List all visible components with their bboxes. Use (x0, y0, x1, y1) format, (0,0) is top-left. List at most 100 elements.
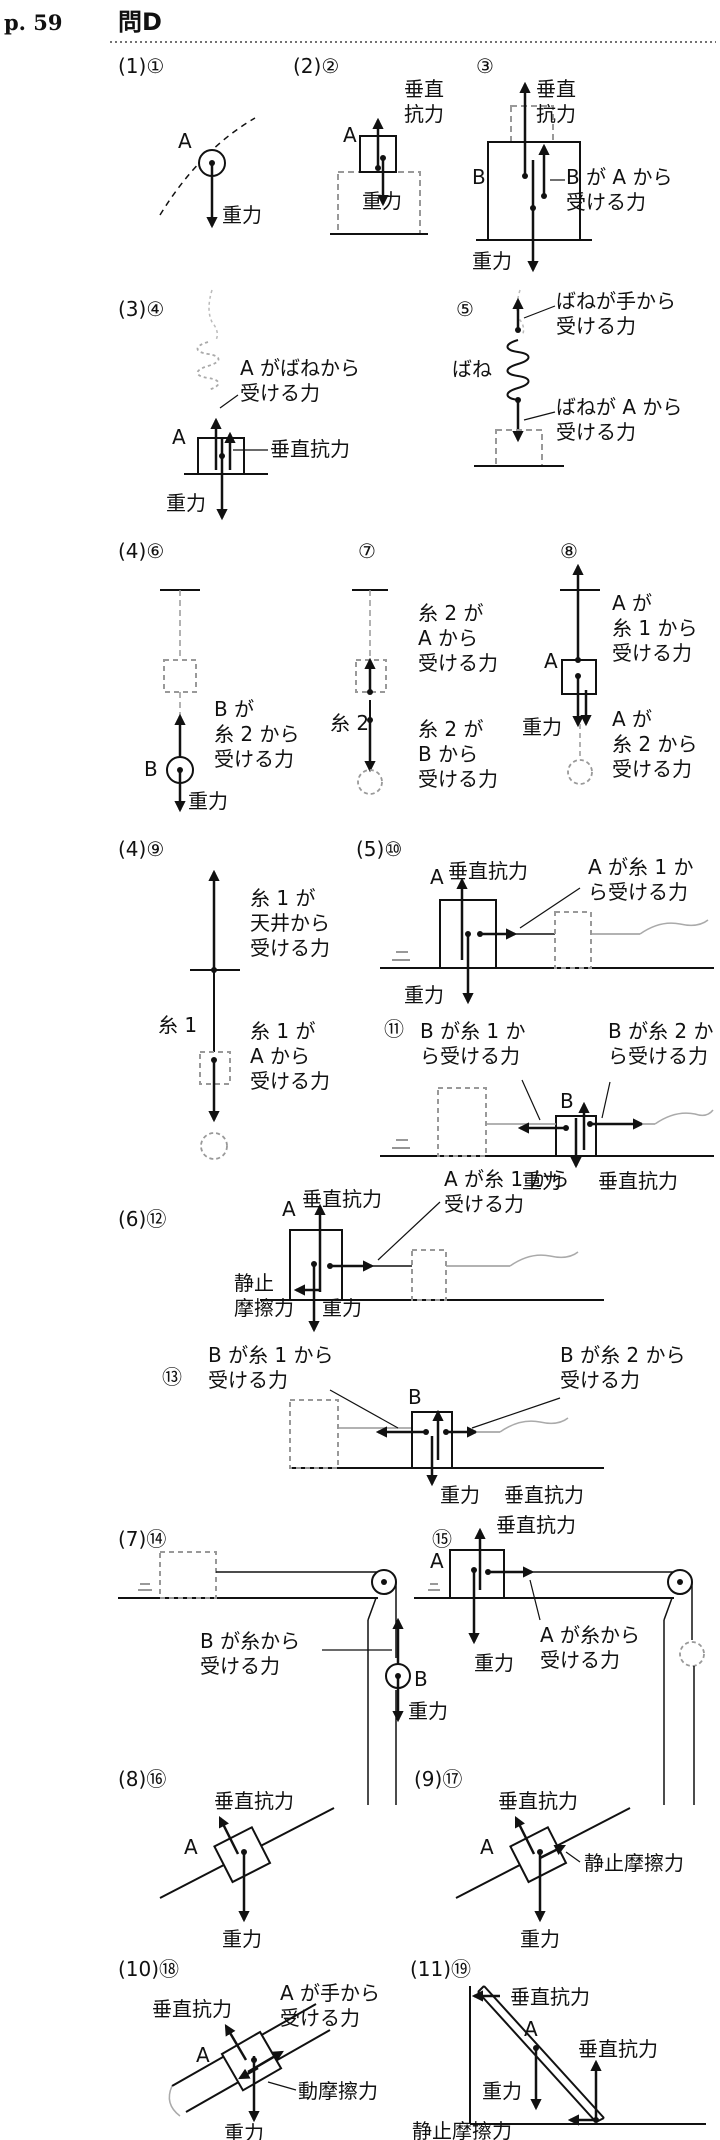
problem-label: (10)⑱ (118, 1957, 179, 1981)
svg-text:垂直: 垂直 (404, 77, 444, 101)
svg-text:重力: 重力 (408, 1699, 448, 1723)
svg-text:重力: 重力 (188, 789, 228, 813)
svg-text:B が糸 2 から: B が糸 2 から (560, 1343, 686, 1367)
svg-text:糸 1 が: 糸 1 が (250, 1019, 315, 1043)
svg-text:垂直抗力: 垂直抗力 (504, 1483, 584, 1507)
diagram-2: (2)② A 垂直 抗力 重力 (293, 54, 444, 235)
svg-text:糸 1 から: 糸 1 から (612, 616, 697, 640)
svg-text:垂直抗力: 垂直抗力 (448, 859, 528, 883)
svg-text:B: B (472, 165, 486, 189)
svg-text:重力: 重力 (404, 983, 444, 1007)
svg-text:垂直抗力: 垂直抗力 (578, 2037, 658, 2061)
svg-text:重力: 重力 (474, 1651, 514, 1675)
hand-icon (208, 289, 219, 341)
page-title: 問D (118, 8, 162, 36)
diagram-4: (3)④ A がばねから 受ける力 垂直抗力 A 重力 (118, 289, 360, 521)
problem-label: (7)⑭ (118, 1527, 166, 1551)
svg-text:A: A (178, 129, 192, 153)
svg-text:垂直抗力: 垂直抗力 (598, 1169, 678, 1193)
label-gravity: 重力 (222, 203, 262, 227)
hand-icon (509, 1251, 579, 1267)
svg-text:A がばねから: A がばねから (240, 356, 360, 380)
svg-text:垂直抗力: 垂直抗力 (510, 1985, 590, 2009)
svg-text:A: A (430, 1549, 444, 1573)
svg-text:重力: 重力 (166, 491, 206, 515)
svg-text:B が: B が (214, 697, 254, 721)
svg-text:重力: 重力 (362, 189, 402, 213)
svg-text:静止: 静止 (234, 1271, 274, 1295)
svg-text:受ける力: 受ける力 (556, 314, 636, 338)
svg-text:B から: B から (418, 742, 478, 766)
svg-text:抗力: 抗力 (536, 102, 576, 126)
svg-text:糸 2: 糸 2 (330, 711, 369, 735)
svg-text:受ける力: 受ける力 (208, 1368, 288, 1392)
svg-text:抗力: 抗力 (404, 102, 444, 126)
svg-text:動摩擦力: 動摩擦力 (298, 2079, 378, 2103)
svg-text:A が: A が (612, 591, 652, 615)
problem-label: (6)⑫ (118, 1207, 166, 1231)
problem-label: (4)⑥ (118, 539, 164, 563)
problem-label: ⑤ (456, 297, 474, 321)
diagram-7: ⑦ 糸 2 が A から 受ける力 糸 2 糸 2 が B から 受ける力 (330, 539, 498, 795)
diagram-6: (4)⑥ B が 糸 2 から 受ける力 B 重力 (118, 539, 299, 813)
hand-icon (168, 2085, 181, 2117)
svg-text:ら受ける力: ら受ける力 (588, 880, 688, 904)
diagram-17: (9)⑰ 垂直抗力 A 静止摩擦力 重力 (414, 1767, 684, 1951)
svg-text:重力: 重力 (222, 1927, 262, 1951)
diagram-15: ⑮ 垂直抗力 A 重力 A が糸から 受ける力 (414, 1513, 705, 1805)
diagram-11: ⑪ B が糸 1 か ら受ける力 B B が糸 2 か ら受ける力 重力 垂直抗… (380, 1017, 714, 1193)
problem-label: (9)⑰ (414, 1767, 462, 1791)
diagram-9: (4)⑨ 糸 1 が 天井から 受ける力 糸 1 糸 1 が A から 受ける力 (118, 837, 330, 1160)
problem-label: (1)① (118, 54, 164, 78)
hand-icon (639, 919, 709, 935)
diagram-18: (10)⑱ 垂直抗力 A が手から 受ける力 A 動摩擦力 重力 (118, 1957, 380, 2140)
problem-label: (3)④ (118, 297, 164, 321)
svg-text:ばね: ばね (452, 357, 492, 381)
svg-text:ら受ける力: ら受ける力 (420, 1044, 520, 1068)
svg-text:ばねが A から: ばねが A から (556, 395, 682, 419)
svg-text:天井から: 天井から (250, 911, 330, 935)
problem-label: (8)⑯ (118, 1767, 166, 1791)
svg-text:垂直抗力: 垂直抗力 (270, 437, 350, 461)
svg-text:B が糸 2 か: B が糸 2 か (608, 1019, 714, 1043)
svg-text:A: A (430, 865, 444, 889)
svg-text:受ける力: 受ける力 (250, 936, 330, 960)
svg-text:B: B (408, 1385, 422, 1409)
hand-icon (654, 1109, 714, 1125)
svg-text:A: A (184, 1835, 198, 1859)
problem-label: (5)⑩ (356, 837, 402, 861)
svg-text:受ける力: 受ける力 (200, 1654, 280, 1678)
problem-label: ⑬ (162, 1365, 182, 1389)
svg-text:B が糸 1 か: B が糸 1 か (420, 1019, 526, 1043)
diagram-8: ⑧ A が 糸 1 から 受ける力 A 重力 A が 糸 2 から 受ける力 (522, 539, 697, 785)
svg-text:B: B (144, 757, 158, 781)
svg-text:重力: 重力 (522, 715, 562, 739)
svg-text:受ける力: 受ける力 (444, 1192, 524, 1216)
svg-text:静止摩擦力: 静止摩擦力 (584, 1851, 684, 1875)
svg-text:A が手から: A が手から (280, 1981, 380, 2005)
svg-text:A が糸 1 から: A が糸 1 から (444, 1167, 569, 1191)
problem-label: ⑧ (560, 539, 578, 563)
svg-text:重力: 重力 (322, 1296, 362, 1320)
diagram-1: (1)① A 重力 (118, 54, 262, 229)
svg-text:ばねが手から: ばねが手から (556, 289, 676, 313)
diagram-14: (7)⑭ B が糸から 受ける力 B 重力 (118, 1527, 448, 1805)
svg-text:受ける力: 受ける力 (214, 747, 294, 771)
diagram-16: (8)⑯ 垂直抗力 A 重力 (118, 1767, 335, 1951)
hand-icon (516, 289, 525, 337)
svg-text:B: B (560, 1089, 574, 1113)
svg-text:摩擦力: 摩擦力 (234, 1296, 294, 1320)
svg-text:受ける力: 受ける力 (566, 190, 646, 214)
svg-text:受ける力: 受ける力 (612, 757, 692, 781)
diagram-5: ⑤ ばねが手から 受ける力 ばね ばねが A から 受ける力 (452, 289, 682, 467)
svg-text:受ける力: 受ける力 (540, 1648, 620, 1672)
problem-label: (4)⑨ (118, 837, 164, 861)
svg-text:受ける力: 受ける力 (240, 381, 320, 405)
diagram-19: (11)⑲ 垂直抗力 A 垂直抗力 重力 静止摩擦力 (410, 1957, 706, 2140)
problem-label: ⑦ (358, 539, 376, 563)
svg-text:A: A (544, 649, 558, 673)
svg-text:受ける力: 受ける力 (418, 767, 498, 791)
problem-label: (11)⑲ (410, 1957, 471, 1981)
hand-icon (499, 1417, 569, 1433)
